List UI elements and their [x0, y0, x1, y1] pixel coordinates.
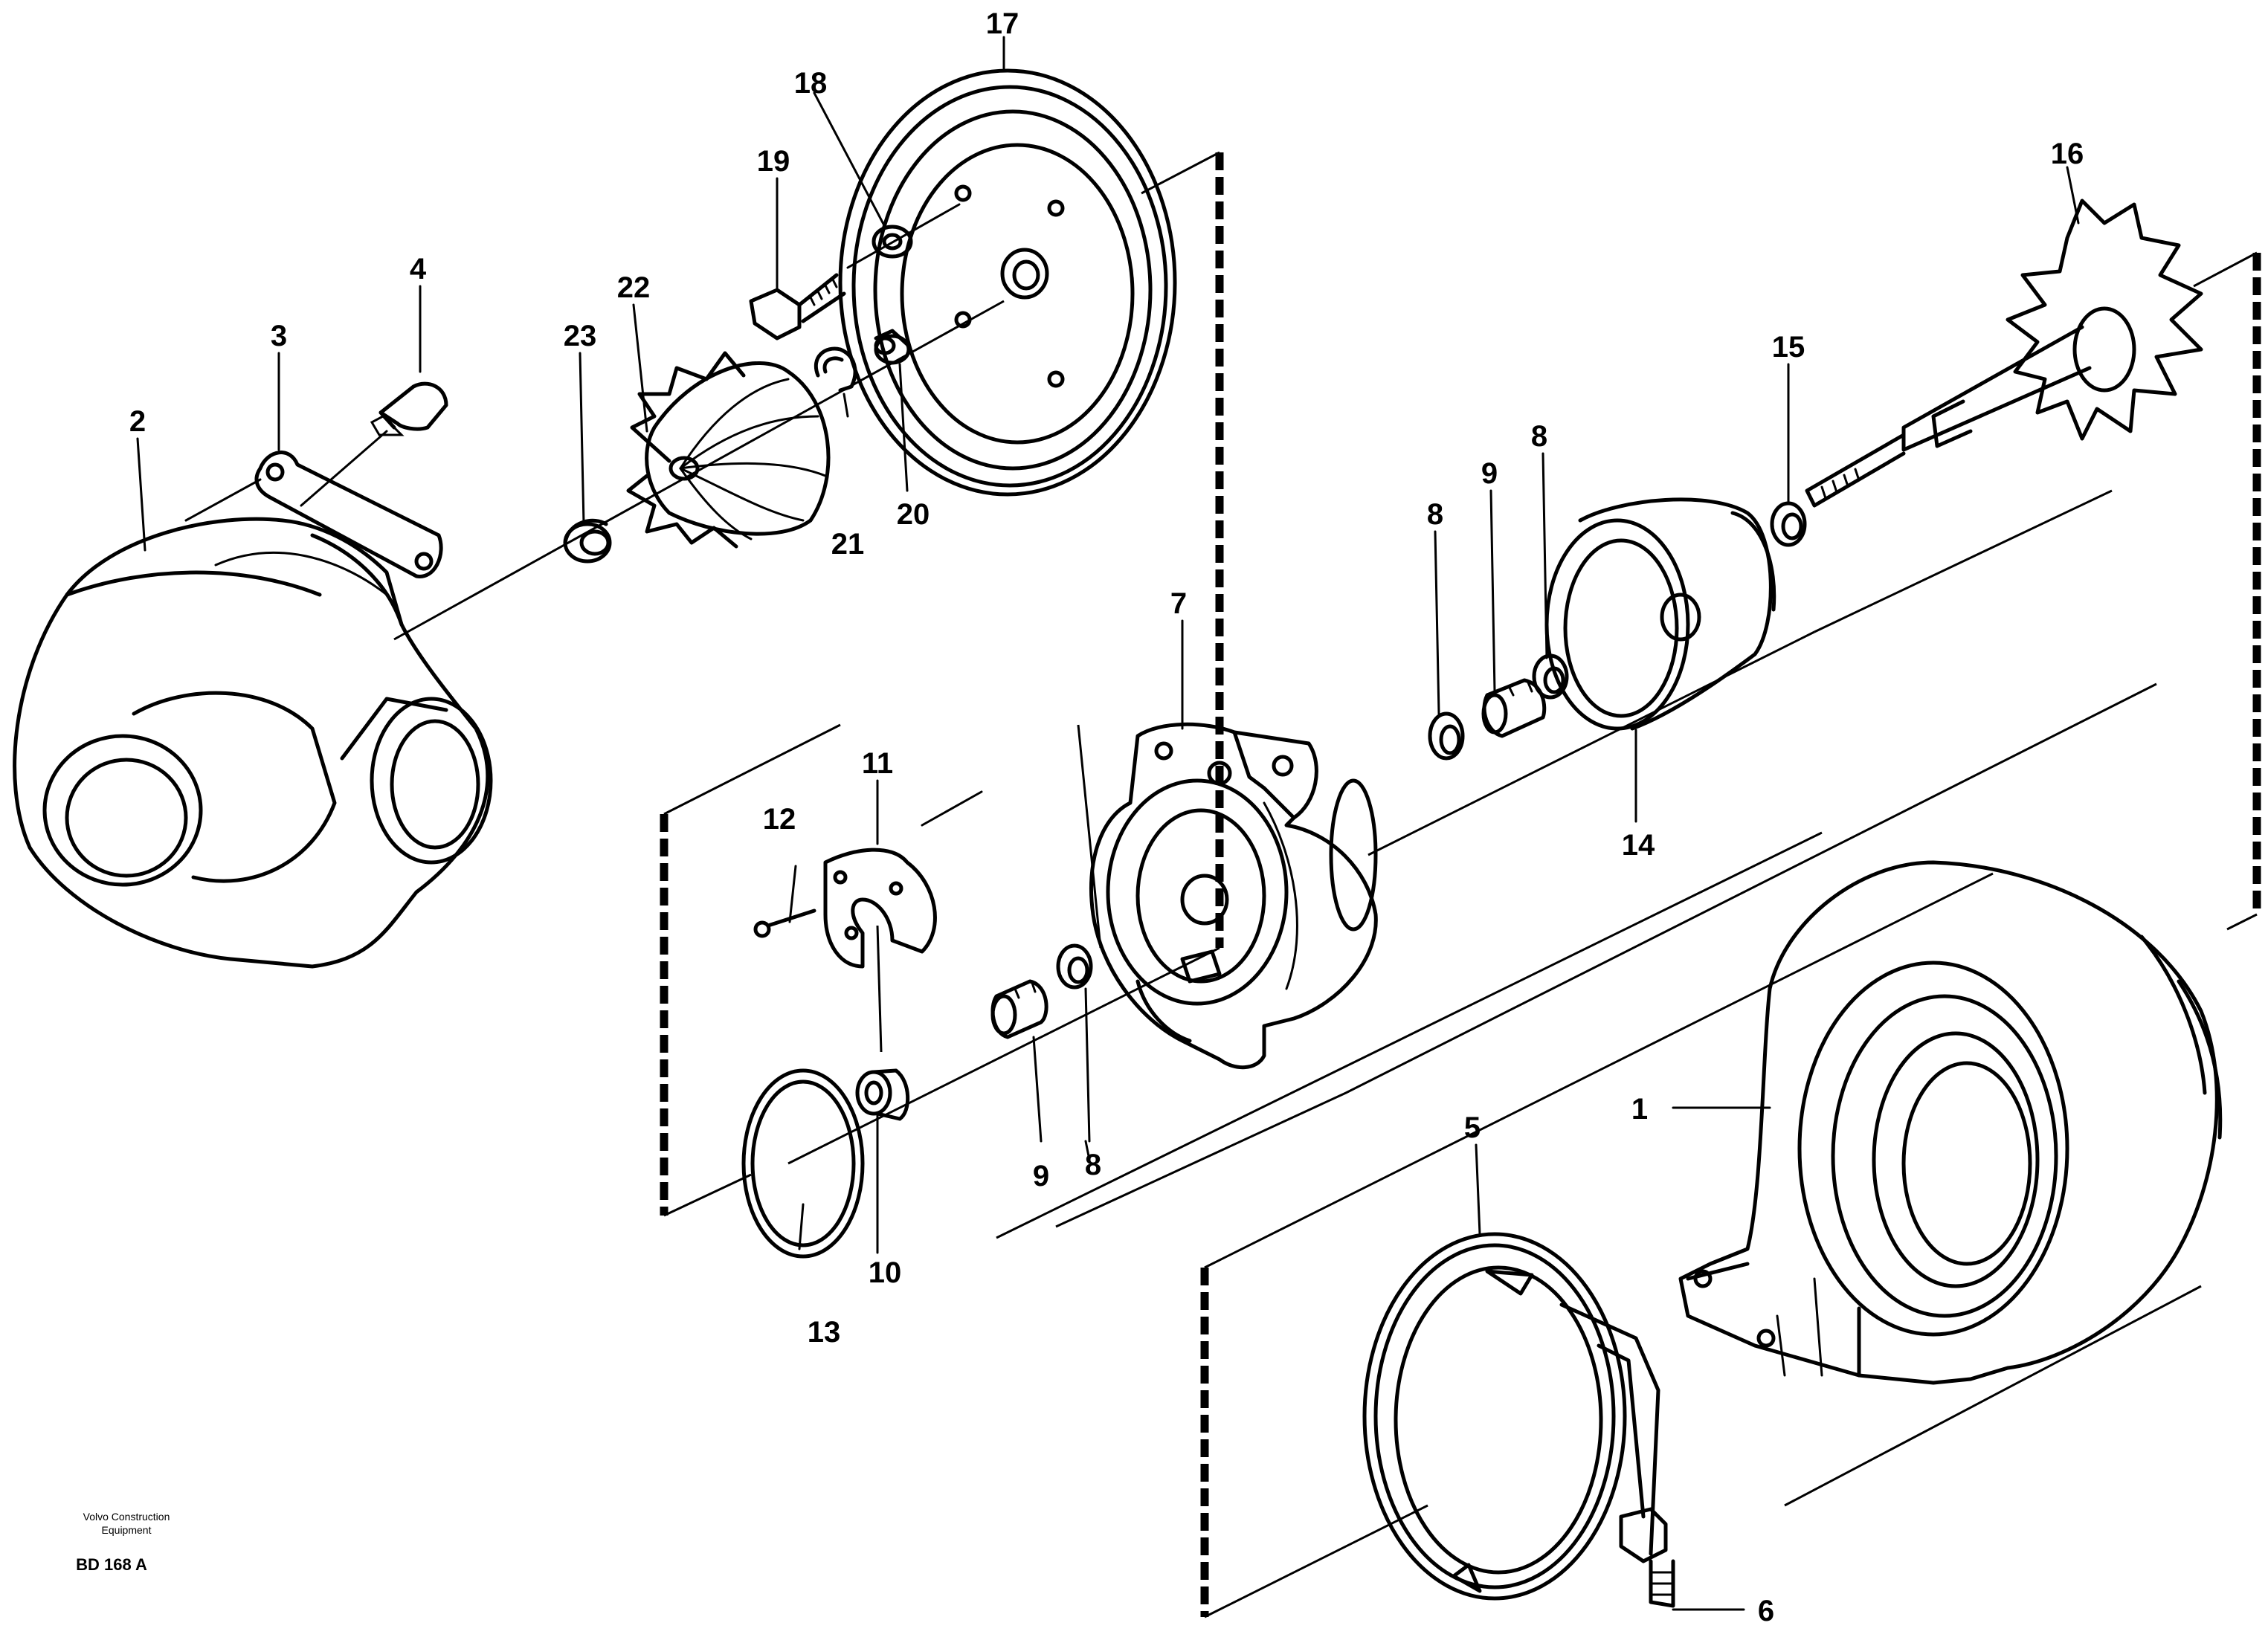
screw-4 — [300, 381, 448, 507]
callout-14: 14 — [1622, 829, 1655, 862]
callout-20: 20 — [897, 498, 930, 531]
thrust-bearing-11 — [823, 790, 983, 969]
clamp-nut-6 — [1619, 1507, 1675, 1608]
callout-6: 6 — [1758, 1595, 1774, 1627]
callout-9b: 9 — [1033, 1160, 1049, 1192]
footer-code: BD 168 A — [76, 1555, 147, 1574]
callout-10: 10 — [869, 1256, 902, 1289]
callout-1: 1 — [1631, 1093, 1648, 1126]
callout-18: 18 — [794, 67, 828, 100]
bearing-housing-7 — [1089, 722, 1378, 1070]
heat-shield-14 — [1544, 497, 1776, 731]
lock-plate — [184, 451, 443, 578]
compressor-housing — [13, 517, 493, 969]
callout-19: 19 — [757, 145, 790, 178]
o-ring-13 — [741, 1068, 865, 1259]
callout-4: 4 — [410, 253, 427, 285]
pin-12 — [753, 908, 816, 938]
piston-ring-15 — [1770, 501, 1807, 547]
callout-23: 23 — [564, 320, 597, 352]
circlip-21 — [814, 346, 857, 393]
callout-3: 3 — [271, 320, 287, 352]
callout-8c: 8 — [1085, 1149, 1101, 1181]
compressor-wheel — [626, 351, 831, 549]
callout-21: 21 — [831, 528, 865, 561]
callout-5: 5 — [1464, 1111, 1481, 1144]
callout-11: 11 — [862, 747, 893, 780]
callout-7: 7 — [1170, 587, 1187, 620]
callout-15: 15 — [1772, 331, 1805, 364]
callout-8a: 8 — [1427, 498, 1443, 531]
callout-17: 17 — [986, 7, 1019, 40]
back-plate-17 — [838, 68, 1177, 497]
footer: Volvo Construction Equipment BD 168 A — [76, 1511, 170, 1574]
v-band-clamp-5 — [1362, 1232, 1660, 1601]
callout-2: 2 — [129, 405, 146, 438]
lower-bearing-set — [990, 943, 1093, 1039]
callout-12: 12 — [763, 803, 796, 836]
leader-lines — [136, 36, 2080, 1611]
upper-bearing-set — [1428, 653, 1569, 761]
callout-9a: 9 — [1481, 457, 1498, 490]
callout-22: 22 — [617, 271, 651, 304]
callout-8b: 8 — [1531, 420, 1547, 453]
callout-16: 16 — [2051, 138, 2084, 170]
footer-brand-line2: Equipment — [102, 1524, 152, 1536]
bolt-19 — [749, 273, 846, 340]
sealing-sleeve-10 — [855, 1068, 910, 1121]
turbine-housing-1 — [1678, 860, 2223, 1385]
callout-13: 13 — [808, 1316, 841, 1349]
footer-brand-line1: Volvo Construction — [83, 1511, 170, 1523]
callout-labels: 1 2 3 4 5 6 7 8 8 8 9 9 10 11 12 13 14 1… — [129, 7, 2084, 1627]
turbine-wheel-shaft — [1805, 198, 2203, 508]
